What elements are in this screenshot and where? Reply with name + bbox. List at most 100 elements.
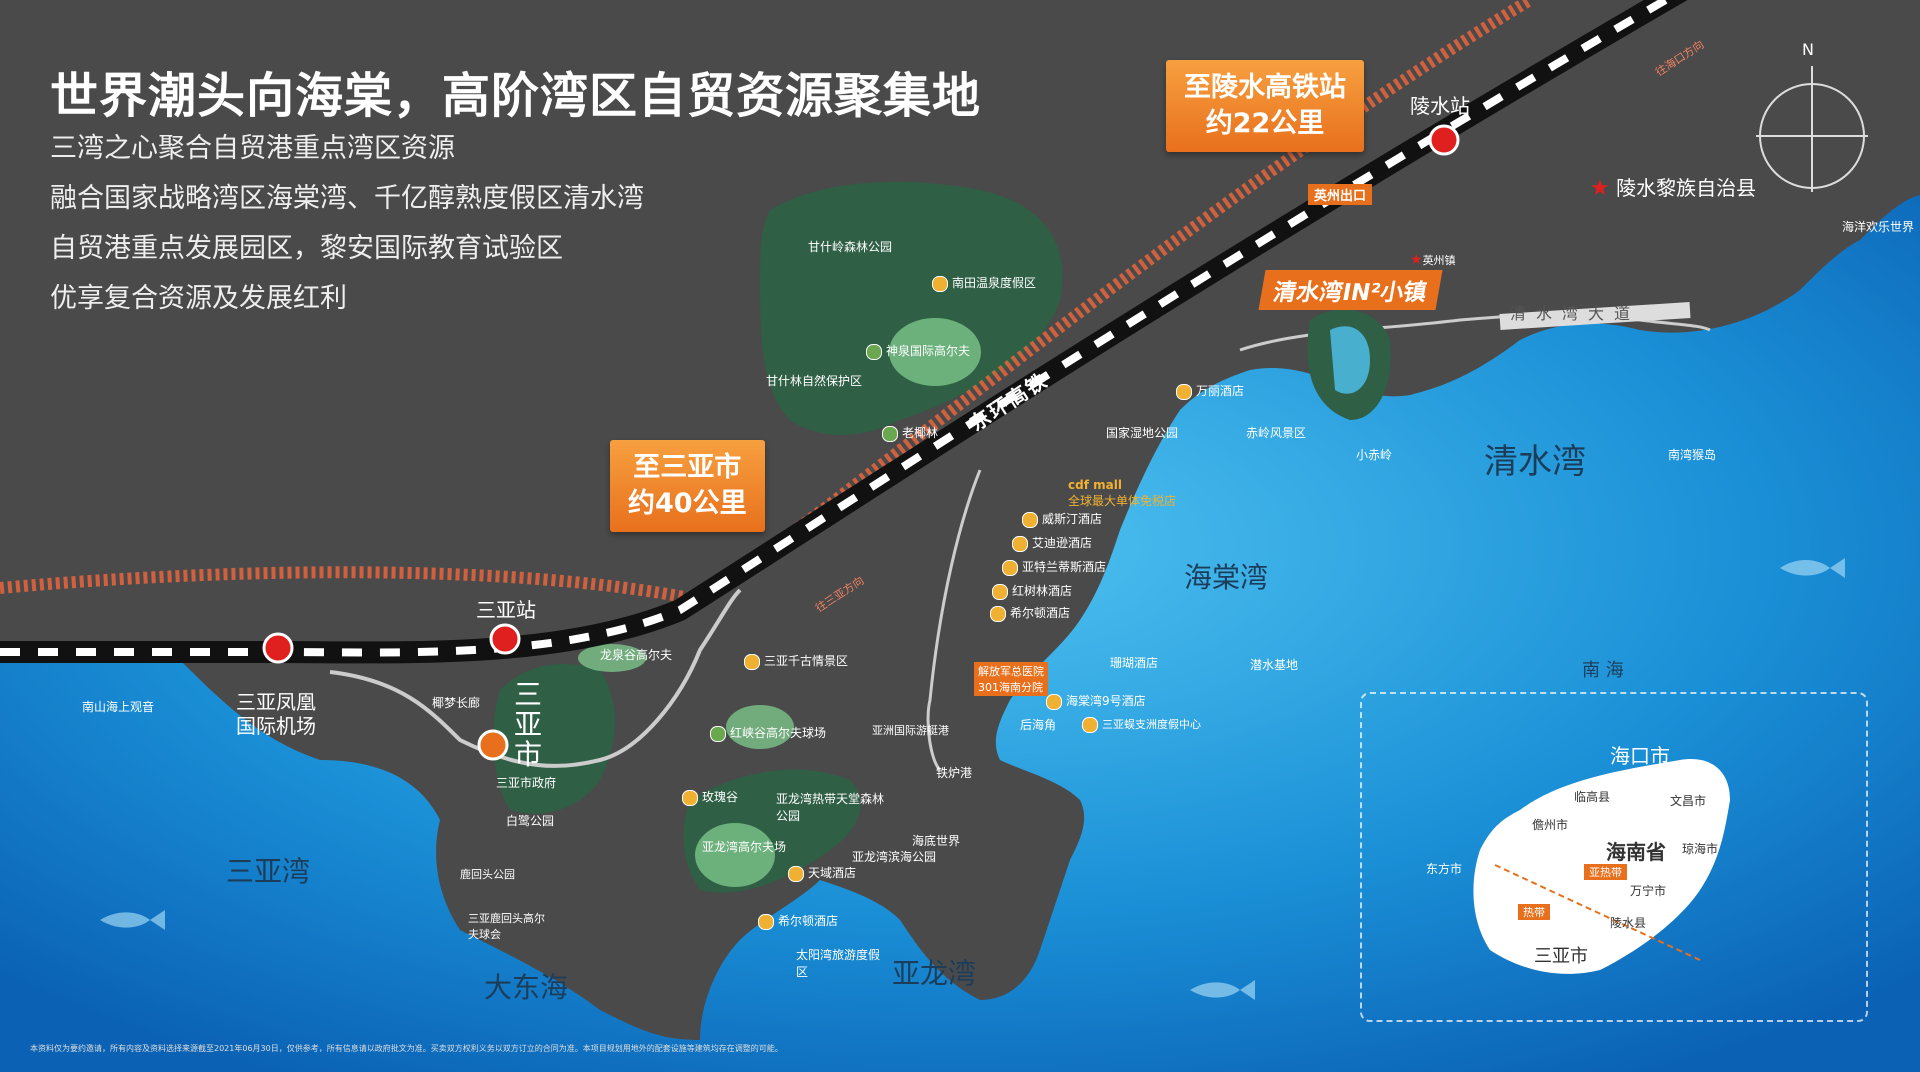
road-label: 清水湾大道: [1510, 304, 1641, 323]
poi-yacht-port: 亚洲国际游艇港: [872, 724, 949, 737]
inset-city-sanya: 三亚市: [1534, 946, 1588, 967]
hotel-icon: [1046, 693, 1062, 710]
poi-label: 海棠湾9号酒店: [1066, 694, 1146, 708]
poi-label: 红树林酒店: [1012, 584, 1073, 598]
bay-dadonghai: 大东海: [484, 971, 569, 1004]
poi-atlantis: 亚特兰蒂斯酒店: [1002, 558, 1106, 576]
inset-city-wenchang: 文昌市: [1670, 794, 1707, 808]
poi-label: 天域酒店: [808, 866, 857, 880]
poi-chiling: 赤岭风景区: [1246, 426, 1307, 440]
poi-label: 神泉国际高尔夫: [886, 344, 971, 358]
poi-label: 解放军总医院: [978, 665, 1044, 678]
station-sanya: 三亚站: [476, 598, 536, 622]
city-char-1: 三: [514, 678, 543, 711]
inset-city-haikou: 海口市: [1610, 744, 1670, 768]
poi-monkey-island: 南湾猴岛: [1668, 448, 1717, 462]
callout-lingshui-line1: 至陵水高铁站: [1184, 72, 1346, 103]
poi-coral-hotel: 珊瑚酒店: [1110, 656, 1159, 670]
hotel-icon: [1022, 511, 1038, 528]
poi-shenquan: 神泉国际高尔夫: [866, 342, 970, 360]
ganshiling-forest: [760, 181, 1063, 435]
poi-sunbay: 太阳湾旅游度假区: [796, 948, 881, 979]
poi-label: 威斯汀酒店: [1042, 512, 1103, 526]
golf-icon: [710, 725, 726, 742]
inset-city-dongfang: 东方市: [1426, 862, 1463, 876]
bay-haitangwan: 海棠湾: [1184, 561, 1269, 594]
poi-bailu: 白鹭公园: [506, 814, 555, 828]
poi-westin: 威斯汀酒店: [1022, 510, 1102, 528]
poi-dutyfree: 全球最大单体免税店: [1068, 494, 1177, 508]
poi-label-2: 301海南分院: [978, 681, 1043, 694]
poi-diving-base: 潜水基地: [1250, 658, 1299, 672]
inset-city-lingao: 临高县: [1574, 790, 1611, 804]
poi-label: 南田温泉度假区: [952, 276, 1037, 290]
poi-yingzhou-town: ★英州镇: [1410, 252, 1456, 268]
poi-ganshiling: 甘什岭森林公园: [808, 240, 893, 254]
callout-sanya-city: 至三亚市 约40公里: [610, 440, 765, 532]
hotel-icon: [758, 913, 774, 930]
hotel-icon: [1012, 535, 1028, 552]
bay-sanyawan: 三亚湾: [226, 855, 311, 888]
poi-ocean-world: 海洋欢乐世界: [1842, 220, 1915, 234]
town-qingshuiwan: 清水湾IN²小镇: [1258, 270, 1443, 310]
city-char-2: 亚: [514, 708, 543, 741]
sea-area: [0, 195, 1920, 1072]
poi-mangrove: 红树林酒店: [992, 582, 1072, 600]
subtitle-1: 三湾之心聚合自贸港重点湾区资源: [50, 133, 455, 164]
callout-sanya-line2: 约40公里: [628, 488, 747, 519]
inset-city-lingshui: 陵水县: [1610, 916, 1647, 930]
headline: 世界潮头向海棠，高阶湾区自贸资源聚集地: [50, 68, 982, 124]
inset-belt-tropical: 热带: [1518, 904, 1550, 920]
poi-government: 三亚市政府: [496, 776, 557, 790]
station-airport: 三亚凤凰 国际机场: [236, 690, 316, 738]
poi-tieluport: 铁炉港: [936, 766, 973, 780]
subtitle-4: 优享复合资源及发展红利: [50, 283, 347, 314]
sanya-hills: [493, 664, 615, 814]
footnote: 本资料仅为要约邀请，所有内容及资料选择来源截至2021年06月30日，仅供参考，…: [30, 1044, 783, 1053]
road-qingshuiwan: [1499, 302, 1691, 330]
poi-ganshilin-reserve: 甘什林自然保护区: [766, 374, 863, 388]
poi-xiaochiling: 小赤岭: [1356, 448, 1393, 462]
poi-nanshan: 南山海上观音: [82, 700, 155, 714]
poi-meiguigu: 玫瑰谷: [682, 788, 738, 806]
poi-yalong-park: 亚龙湾滨海公园: [852, 850, 937, 864]
poi-label: 希尔顿酒店: [1010, 606, 1071, 620]
inset-sea: 南 海: [1582, 660, 1624, 681]
poi-edition: 艾迪逊酒店: [1012, 534, 1092, 552]
poi-haidishijie: 海底世界: [912, 834, 961, 848]
poi-yemeng: 椰梦长廊: [432, 696, 481, 710]
poi-yalong-golf: 亚龙湾高尔夫场: [702, 840, 787, 854]
poi-qiangu: 三亚千古情景区: [744, 652, 848, 670]
star-icon: ★: [1410, 252, 1423, 268]
station-lingshui: 陵水站: [1410, 94, 1470, 118]
hotel-icon: [990, 605, 1006, 622]
poi-tianyu: 天域酒店: [788, 864, 856, 882]
poi-haitang9: 海棠湾9号酒店: [1046, 692, 1146, 710]
inset-city-qionghai: 琼海市: [1682, 842, 1719, 856]
hotel-icon: [1176, 383, 1192, 400]
tree-icon: [882, 425, 898, 442]
attraction-icon: [744, 653, 760, 670]
callout-lingshui-station: 至陵水高铁站 约22公里: [1166, 60, 1364, 152]
poi-label: 英州镇: [1422, 254, 1456, 267]
poi-cdfmall: cdf mall: [1068, 478, 1122, 492]
golf-icon: [866, 343, 882, 360]
poi-label: 老椰林: [902, 426, 939, 440]
compass-north: N: [1802, 40, 1814, 59]
poi-label: 三亚千古情景区: [764, 654, 849, 668]
county-label: 陵水黎族自治县: [1616, 176, 1757, 200]
poi-nantian: 南田温泉度假区: [932, 274, 1036, 292]
poi-laoyelin: 老椰林: [882, 424, 938, 442]
subtitle-2: 融合国家战略湾区海棠湾、千亿醇熟度假区清水湾: [50, 183, 644, 214]
poi-label: 万丽酒店: [1196, 384, 1245, 398]
inset-belt-subtropical: 亚热带: [1584, 864, 1627, 880]
resort-icon: [1082, 717, 1098, 733]
attraction-icon: [682, 789, 698, 806]
poi-luhuitou: 鹿回头公园: [460, 868, 515, 881]
subtitle-3: 自贸港重点发展园区，黎安国际教育试验区: [50, 233, 563, 264]
poi-wuzhizhou: 三亚蜈支洲度假中心: [1082, 716, 1201, 733]
poi-label: 玫瑰谷: [702, 790, 739, 804]
poi-301-hospital: 解放军总医院 301海南分院: [974, 662, 1048, 696]
county-lingshui: ★ 陵水黎族自治县: [1590, 172, 1756, 201]
callout-sanya-line1: 至三亚市: [633, 452, 742, 483]
